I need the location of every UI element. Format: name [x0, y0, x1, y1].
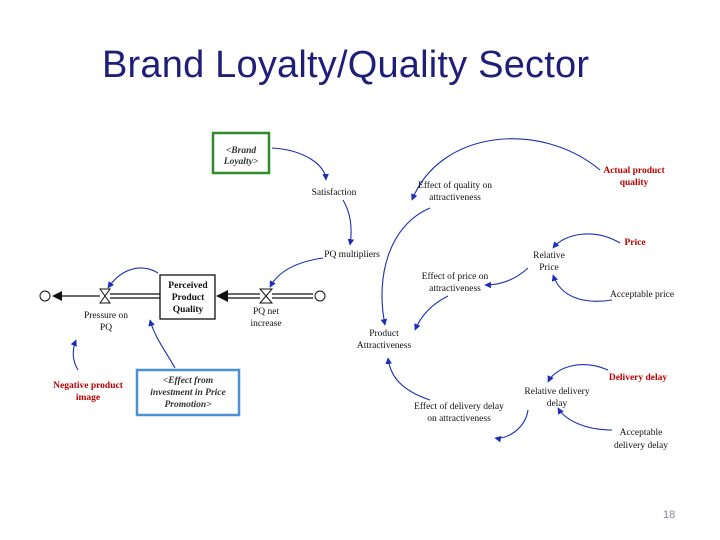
- effect-investment-highlight: [135, 368, 241, 417]
- cloud-left-icon: [39, 290, 51, 302]
- node-pressure-pq: Pressure on PQ: [84, 311, 128, 333]
- relative-price-line2: Price: [539, 263, 559, 273]
- slide-title: Brand Loyalty/Quality Sector: [102, 44, 590, 86]
- price-label: Price: [624, 238, 645, 248]
- node-pq-net-increase: PQ net increase: [250, 307, 281, 329]
- perceived-quality-line2: Product: [172, 293, 205, 303]
- link-effectprice-attract: [414, 295, 449, 331]
- link-price-relprice: [552, 233, 621, 249]
- link-investment-stock: [148, 319, 176, 369]
- link-pqmult-netincrease: [269, 257, 324, 288]
- relative-delivery-line2: delay: [547, 399, 568, 409]
- node-product-attractiveness: Product Attractiveness: [357, 329, 412, 351]
- node-effect-quality: Effect of quality on attractiveness: [418, 180, 492, 203]
- link-accprice-relprice: [551, 274, 613, 302]
- link-stock-pressure: [107, 267, 159, 289]
- relative-price-line1: Relative: [533, 251, 565, 261]
- satisfaction-label: Satisfaction: [312, 187, 357, 198]
- attractiveness-line2: Attractiveness: [357, 341, 412, 351]
- node-acceptable-price: Acceptable price: [610, 290, 674, 300]
- acceptable-delivery-line1: Acceptable: [620, 428, 663, 438]
- effect-delivery-line2: on attractiveness: [427, 414, 491, 424]
- link-negimage-pressure: [70, 339, 79, 371]
- link-accdelay-reldelay: [557, 407, 613, 431]
- actual-quality-line2: quality: [620, 178, 649, 188]
- attractiveness-line1: Product: [369, 329, 399, 339]
- perceived-quality-line1: Perceived: [168, 281, 208, 291]
- node-perceived-quality: Perceived Product Quality: [168, 281, 208, 315]
- acceptable-delivery-line2: delivery delay: [614, 441, 668, 451]
- node-effect-price: Effect of price on attractiveness: [422, 271, 489, 294]
- negative-image-line2: image: [76, 393, 100, 403]
- pressure-pq-line2: PQ: [100, 323, 112, 333]
- brand-loyalty-line2: Loyalty>: [223, 157, 259, 167]
- pressure-pq-line1: Pressure on: [84, 311, 128, 321]
- outflow-pipe: [52, 288, 160, 304]
- relative-delivery-line1: Relative delivery: [524, 387, 589, 397]
- link-loyalty-satisfaction: [271, 147, 329, 181]
- delivery-delay-label: Delivery delay: [609, 373, 668, 383]
- link-effectdelay-attract: [385, 357, 431, 401]
- effect-investment-line3: Promotion>: [164, 400, 212, 410]
- node-acceptable-delivery: Acceptable delivery delay: [614, 428, 668, 451]
- node-satisfaction: Satisfaction: [312, 187, 357, 198]
- effect-investment-line2: investment in Price: [150, 388, 226, 398]
- inflow-pipe: [216, 288, 313, 304]
- link-actualquality-effectquality: [411, 138, 601, 201]
- link-relprice-effectprice: [484, 267, 529, 289]
- node-brand-loyalty: <Brand Loyalty>: [223, 146, 259, 167]
- effect-quality-line1: Effect of quality on: [418, 180, 492, 191]
- link-satisfaction-pqmult: [342, 199, 355, 246]
- effect-price-line2: attractiveness: [429, 284, 481, 294]
- node-negative-image: Negative product image: [53, 381, 124, 403]
- brand-loyalty-highlight: [211, 131, 271, 175]
- effect-investment-line1: <Effect from: [163, 376, 213, 386]
- node-delivery-delay: Delivery delay: [609, 373, 668, 383]
- effect-delivery-line1: Effect of delivery delay: [414, 401, 504, 412]
- effect-quality-line2: attractiveness: [429, 193, 481, 203]
- pq-net-increase-line2: increase: [250, 319, 281, 329]
- node-effect-delivery: Effect of delivery delay on attractivene…: [414, 401, 504, 424]
- perceived-quality-line3: Quality: [173, 305, 204, 315]
- negative-image-line1: Negative product: [53, 381, 124, 391]
- link-effectquality-attract: [380, 207, 431, 326]
- node-relative-price: Relative Price: [533, 251, 565, 273]
- node-price: Price: [624, 238, 645, 248]
- node-relative-delivery: Relative delivery delay: [524, 387, 589, 409]
- perceived-quality-stock: [159, 274, 216, 320]
- node-actual-quality: Actual product quality: [603, 166, 665, 188]
- cloud-right-icon: [314, 290, 326, 302]
- brand-loyalty-line1: <Brand: [226, 146, 256, 156]
- pq-net-increase-line1: PQ net: [253, 307, 279, 317]
- node-effect-investment: <Effect from investment in Price Promoti…: [150, 376, 226, 410]
- link-reldelay-effectdelay: [494, 409, 529, 443]
- link-delaydelay-reldelay: [547, 364, 609, 383]
- effect-price-line1: Effect of price on: [422, 271, 489, 282]
- actual-quality-line1: Actual product: [603, 166, 665, 176]
- page-number: 18: [663, 509, 676, 521]
- pq-multipliers-label: PQ multipliers: [324, 250, 380, 260]
- acceptable-price-label: Acceptable price: [610, 290, 674, 300]
- node-pq-multipliers: PQ multipliers: [324, 250, 380, 260]
